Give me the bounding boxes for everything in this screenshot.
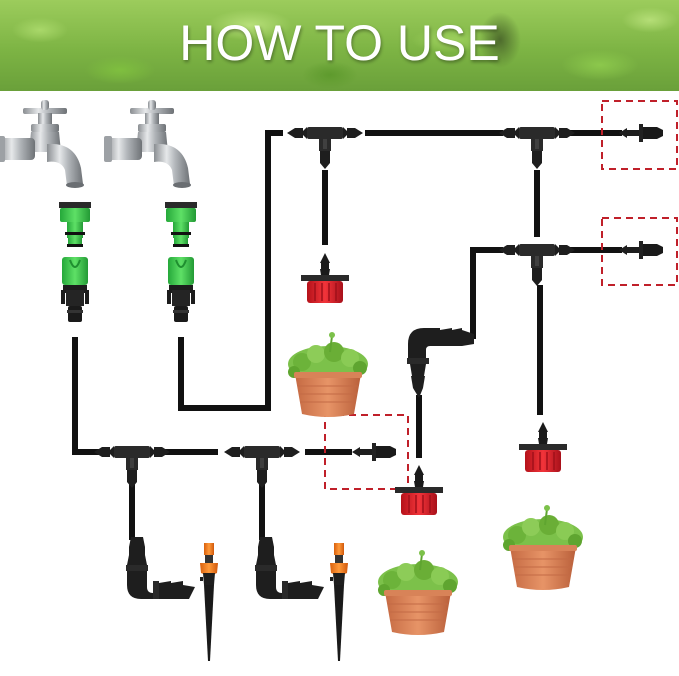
banner-title: HOW TO USE: [179, 15, 500, 71]
potted-plant-icon: [502, 504, 584, 591]
elbow-connector-icon: [126, 537, 195, 599]
tee-connector-icon: [94, 446, 170, 488]
potted-plant-icon: [287, 331, 369, 418]
elbow-connector-icon: [255, 537, 324, 599]
red-dripper-icon: [300, 252, 350, 304]
tee-connector-icon: [499, 127, 575, 169]
red-dripper-icon: [394, 464, 444, 516]
red-dripper-icon: [518, 421, 568, 473]
potted-plant-icon: [377, 549, 459, 636]
stake-sprinkler-icon: [200, 543, 218, 661]
tee-connector-icon: [224, 446, 300, 488]
elbow-connector-icon: [407, 328, 474, 398]
highlight-box: [324, 100, 678, 490]
banner: HOW TO USE: [0, 0, 679, 91]
end-plug-icon: [619, 124, 663, 142]
tap-adapter-icon: [58, 201, 92, 323]
drip-tubing: [72, 130, 622, 540]
stake-sprinkler-icon: [330, 543, 348, 661]
tap-adapter-icon: [164, 201, 198, 323]
tee-connector-icon: [499, 244, 575, 286]
end-plug-icon: [352, 443, 396, 461]
tee-connector-icon: [287, 127, 363, 169]
faucet-icon: [0, 100, 84, 188]
end-plug-icon: [619, 241, 663, 259]
faucet-icon: [104, 100, 191, 188]
